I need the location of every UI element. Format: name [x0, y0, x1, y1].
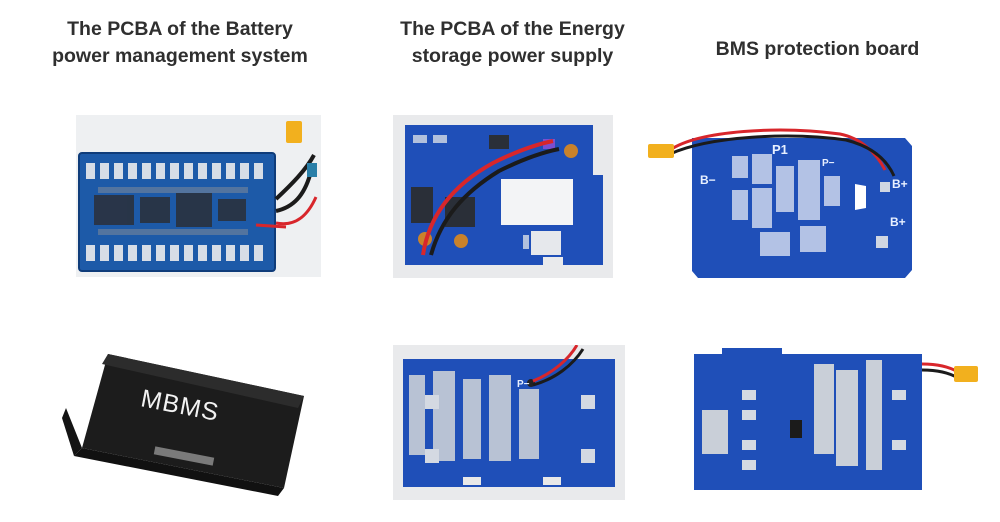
heading-energy-pcba-line2: storage power supply [411, 45, 614, 67]
silk-bminus: B− [700, 173, 716, 187]
heading-energy-pcba-line1: The PCBA of the Energy [400, 18, 625, 40]
bms-pcba-photo [76, 115, 321, 277]
protection-board-bottom-photo [686, 340, 980, 500]
heading-protection-board-line1: BMS protection board [715, 38, 920, 60]
protection-board-top-photo: B− P1 P− B+ B+ [640, 126, 940, 280]
heading-bms-pcba: The PCBA of the Battery power management… [40, 16, 320, 70]
energy-pcba-2-photo: P− [393, 345, 625, 500]
silk-bplus-top: B+ [892, 177, 908, 191]
heading-bms-pcba-line2: power management system [52, 45, 308, 67]
heading-bms-pcba-line1: The PCBA of the Battery [67, 18, 293, 40]
silk-bplus-bottom: B+ [890, 215, 906, 229]
pcb-photo-icon [393, 115, 613, 278]
enclosure-photo-icon: MBMS [62, 348, 316, 500]
mbms-box-photo: MBMS [62, 348, 316, 500]
pcb-photo-icon: P− [393, 345, 625, 500]
energy-pcba-photo [393, 115, 613, 278]
heading-energy-pcba: The PCBA of the Energy storage power sup… [380, 16, 645, 70]
silk-pminus: P− [822, 158, 835, 169]
silk-p1: P1 [772, 142, 788, 157]
pcb-photo-icon [686, 340, 980, 500]
pcb-photo-icon [76, 115, 321, 277]
pcb-photo-icon: B− P1 P− B+ B+ [640, 126, 940, 280]
heading-protection-board: BMS protection board [695, 36, 940, 63]
silk-pminus-2: P− [517, 379, 530, 390]
